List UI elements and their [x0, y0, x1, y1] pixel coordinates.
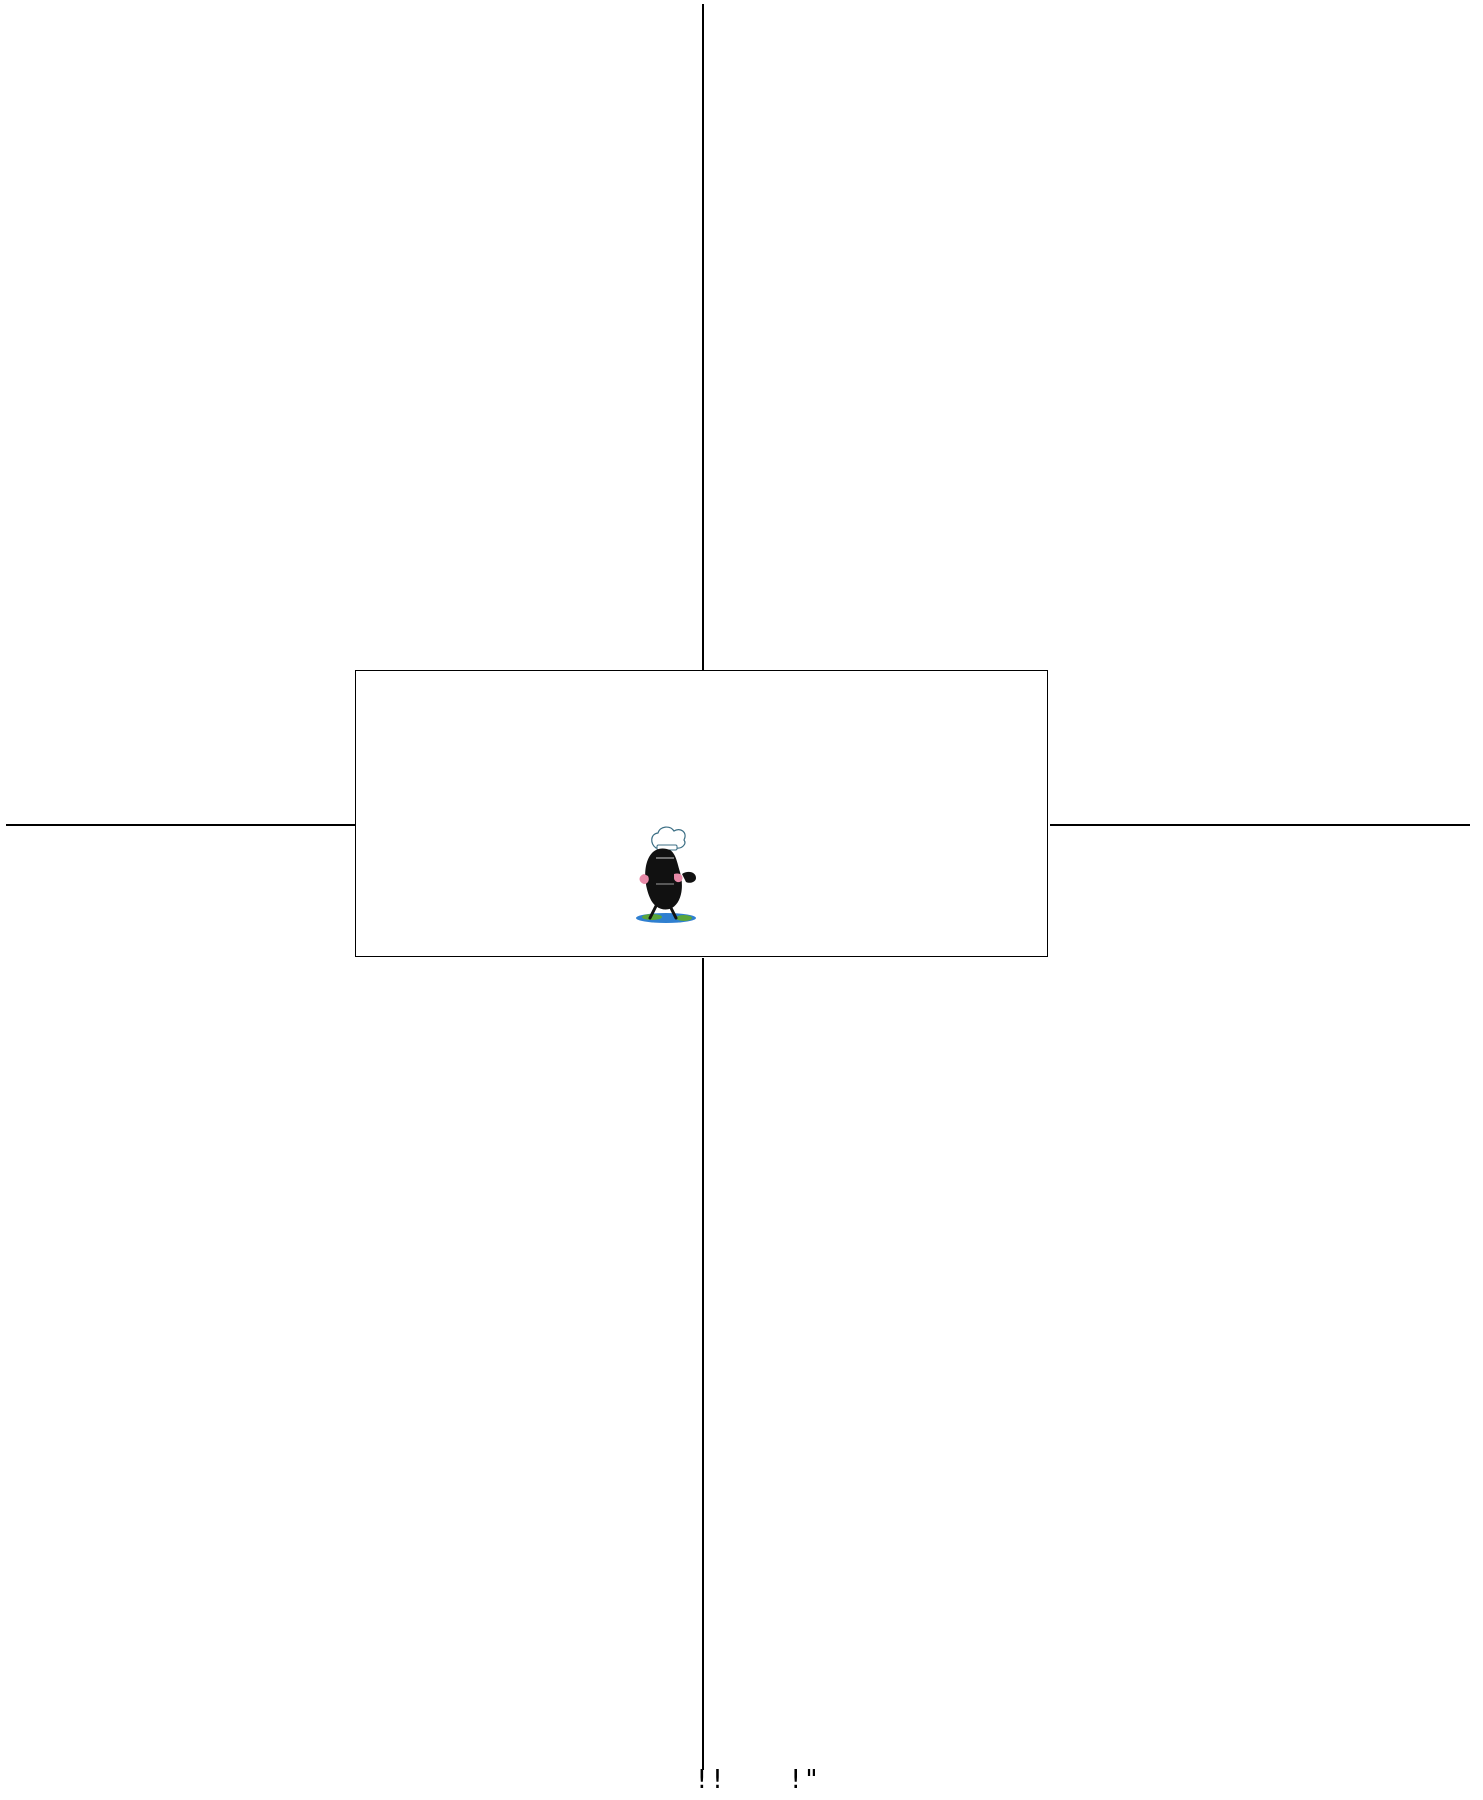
vertical-line-top: [702, 4, 704, 670]
chef-bean-mascot-icon: [630, 822, 710, 926]
vertical-line-bottom: [702, 958, 704, 1770]
horizontal-line-right: [1050, 824, 1470, 826]
horizontal-line-left: [6, 824, 356, 826]
footer-text: !! !": [694, 1765, 819, 1795]
